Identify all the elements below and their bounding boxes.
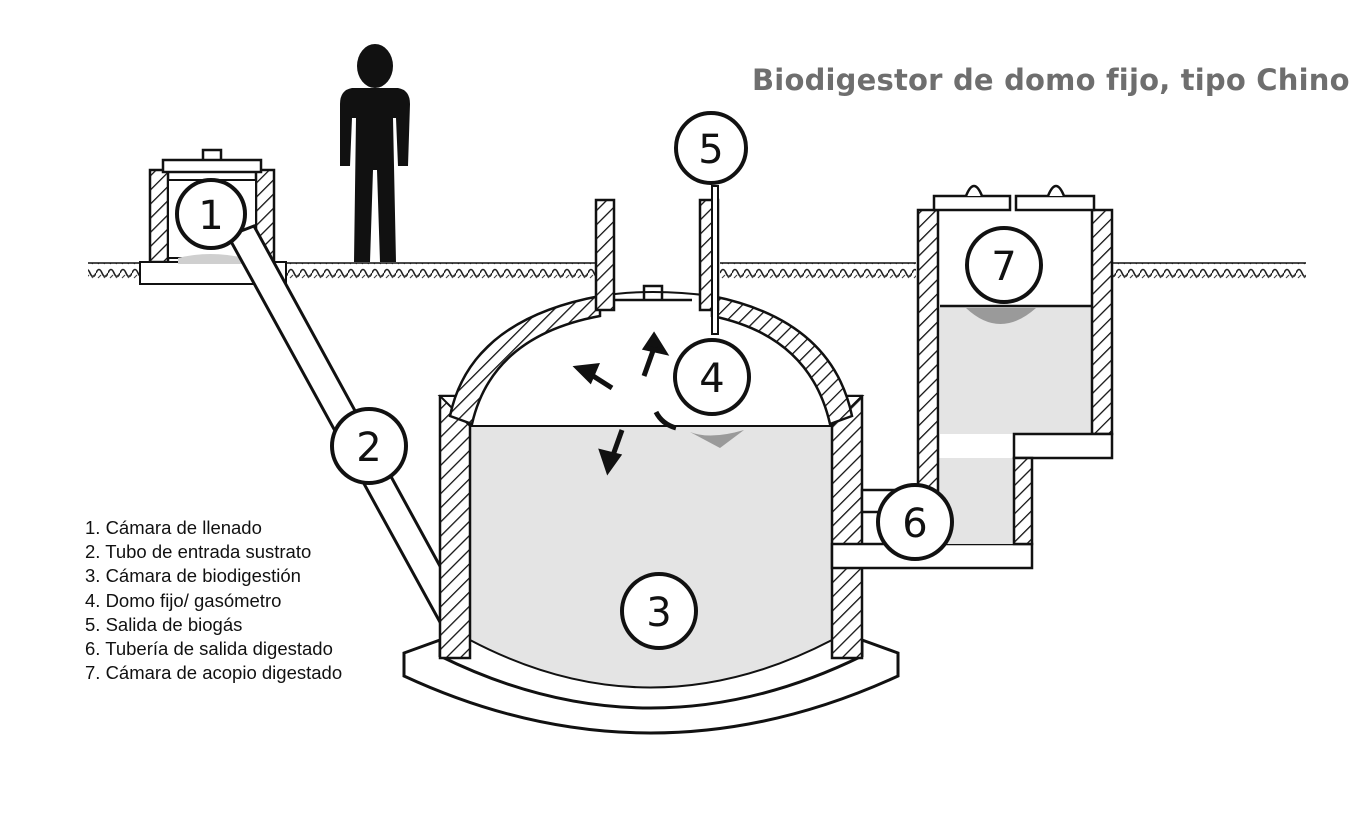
callout-4-label: 4: [699, 356, 724, 402]
access-neck: [594, 198, 720, 312]
legend-item: 5. Salida de biogás: [85, 613, 243, 635]
callout-7-label: 7: [991, 244, 1016, 290]
callout-3-label: 3: [646, 590, 671, 636]
callout-7: 7: [965, 226, 1043, 304]
callout-1-label: 1: [198, 193, 223, 239]
legend-item: 4. Domo fijo/ gasómetro: [85, 589, 282, 611]
callout-5: 5: [674, 111, 748, 185]
callout-4: 4: [673, 338, 751, 416]
callout-1: 1: [175, 178, 247, 250]
callout-6: 6: [876, 483, 954, 561]
legend-item: 7. Cámara de acopio digestado: [85, 662, 343, 684]
person-silhouette: [340, 44, 410, 262]
legend-item: 2. Tubo de entrada sustrato: [85, 541, 312, 563]
legend-list: 1. Cámara de llenado 2. Tubo de entrada …: [85, 516, 342, 685]
legend-item: 1. Cámara de llenado: [85, 517, 262, 538]
callout-2: 2: [330, 407, 408, 485]
gas-flow-arrows: [572, 331, 677, 476]
digestion-chamber: [402, 394, 900, 735]
callout-5-label: 5: [698, 127, 723, 173]
callout-6-label: 6: [902, 501, 927, 547]
legend-item: 3. Cámara de biodigestión: [85, 565, 301, 587]
callout-2-label: 2: [356, 425, 381, 471]
diagram-title: Biodigestor de domo fijo, tipo Chino: [752, 63, 1350, 97]
collection-chamber: [916, 184, 1114, 546]
biogas-outlet-pipe: [711, 185, 719, 335]
legend-item: 6. Tubería de salida digestado: [85, 638, 333, 660]
callout-3: 3: [620, 572, 698, 650]
fixed-dome: [448, 284, 854, 448]
